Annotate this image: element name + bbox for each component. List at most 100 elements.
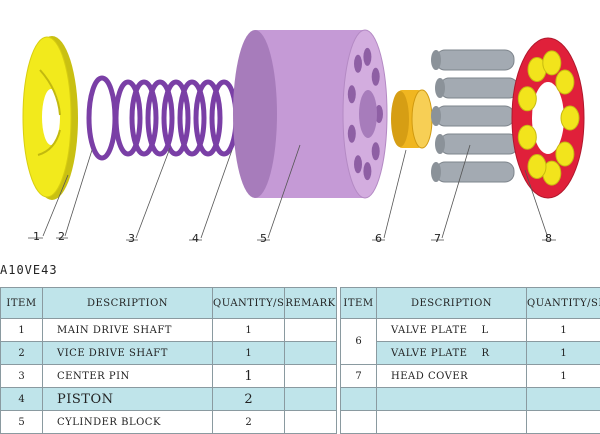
remark-cell (285, 388, 337, 411)
item-cell: 1 (1, 319, 43, 342)
quantity-cell: 1 (527, 342, 600, 365)
side-marker: R (481, 348, 489, 359)
description-cell: CYLINDER BLOCK (43, 411, 213, 434)
item-cell (341, 411, 377, 434)
cylinder-bore (363, 48, 371, 66)
part-1-valve-plate (23, 36, 78, 200)
part-2-spring (89, 78, 115, 158)
table-row: 3 CENTER PIN 1 (1, 365, 337, 388)
piston-shoe (518, 125, 536, 149)
piston-shoe (543, 51, 561, 75)
quantity-cell: 1 (527, 365, 600, 388)
callout-7: 7 (434, 232, 441, 245)
description-cell: CENTER PIN (43, 365, 213, 388)
spring-coil-loop (212, 82, 236, 154)
table-row (341, 388, 600, 411)
quantity-cell: 2 (213, 411, 285, 434)
description-cell: VICE DRIVE SHAFT (43, 342, 213, 365)
piston-rod (436, 106, 514, 126)
piston-end (435, 78, 445, 98)
table-row: 2 VICE DRIVE SHAFT 1 (1, 342, 337, 365)
callout-6: 6 (375, 232, 382, 245)
cylinder-bore (348, 125, 356, 143)
piston-rod (440, 134, 518, 154)
description-cell: HEAD COVER (377, 365, 527, 388)
item-cell: 7 (341, 365, 377, 388)
item-cell: 4 (1, 388, 43, 411)
piston-rod (440, 78, 518, 98)
table-header-row: ITEM DESCRIPTION QUANTITY/SET (341, 288, 600, 319)
quantity-cell: 1 (213, 365, 285, 388)
description-cell: MAIN DRIVE SHAFT (43, 319, 213, 342)
part-8-retainer-plate (512, 38, 584, 198)
model-title: A10VE43 (0, 263, 58, 277)
exploded-parts-diagram: 1 2 3 4 5 6 7 8 (0, 0, 600, 255)
quantity-cell (527, 388, 600, 411)
item-cell: 6 (341, 319, 377, 365)
quantity-cell (527, 411, 600, 434)
piston-shoe (528, 155, 546, 179)
part-7-pistons (431, 50, 518, 182)
piston-end (435, 134, 445, 154)
table-header-row: ITEM DESCRIPTION QUANTITY/SET REMARK (1, 288, 337, 319)
quantity-cell: 1 (213, 342, 285, 365)
parts-table-left: ITEM DESCRIPTION QUANTITY/SET REMARK 1 M… (0, 287, 337, 434)
piston-end (431, 162, 441, 182)
remark-cell (285, 365, 337, 388)
callout-8: 8 (545, 232, 552, 245)
header-description: DESCRIPTION (43, 288, 213, 319)
header-quantity: QUANTITY/SET (527, 288, 600, 319)
table-row (341, 411, 600, 434)
header-remark: REMARK (285, 288, 337, 319)
quantity-cell: 1 (213, 319, 285, 342)
quantity-cell: 2 (213, 388, 285, 411)
piston-rod (436, 50, 514, 70)
piston-shoe (518, 87, 536, 111)
callout-5: 5 (260, 232, 267, 245)
part-5-cylinder-block (233, 30, 387, 198)
table-row: 5 CYLINDER BLOCK 2 (1, 411, 337, 434)
item-cell: 5 (1, 411, 43, 434)
header-description: DESCRIPTION (377, 288, 527, 319)
cylinder-bore (372, 142, 380, 160)
description-cell (377, 388, 527, 411)
piston-shoe (556, 70, 574, 94)
header-item: ITEM (341, 288, 377, 319)
item-cell (341, 388, 377, 411)
item-cell: 3 (1, 365, 43, 388)
cylinder-bore (372, 68, 380, 86)
remark-cell (285, 319, 337, 342)
description-cell: VALVE PLATE L (377, 319, 527, 342)
callout-4: 4 (192, 232, 199, 245)
description-cell (377, 411, 527, 434)
table-row: 7 HEAD COVER 1 (341, 365, 600, 388)
side-marker: L (481, 325, 488, 336)
description-text: VALVE PLATE (391, 348, 467, 359)
callout-1: 1 (33, 230, 40, 243)
piston-shoe (556, 142, 574, 166)
cylinder-bore (354, 55, 362, 73)
item-cell: 2 (1, 342, 43, 365)
description-cell: VALVE PLATE R (377, 342, 527, 365)
description-text: VALVE PLATE (391, 325, 467, 336)
callout-3: 3 (128, 232, 135, 245)
parts-table-right: ITEM DESCRIPTION QUANTITY/SET 6 VALVE PL… (340, 287, 600, 434)
quantity-cell: 1 (527, 319, 600, 342)
piston-end (431, 50, 441, 70)
remark-cell (285, 342, 337, 365)
cylinder-bore (363, 162, 371, 180)
cylinder-bore (348, 85, 356, 103)
part-3-4-coil-spring (116, 82, 236, 154)
table-row: 1 MAIN DRIVE SHAFT 1 (1, 319, 337, 342)
piston-end (431, 106, 441, 126)
piston-shoe (561, 106, 579, 130)
piston-rod (436, 162, 514, 182)
cylinder-bore (354, 155, 362, 173)
description-cell: PISTON (43, 388, 213, 411)
table-row: 4 PISTON 2 (1, 388, 337, 411)
remark-cell (285, 411, 337, 434)
header-quantity: QUANTITY/SET (213, 288, 285, 319)
callout-labels: 1 2 3 4 5 6 7 8 (33, 230, 552, 245)
header-item: ITEM (1, 288, 43, 319)
